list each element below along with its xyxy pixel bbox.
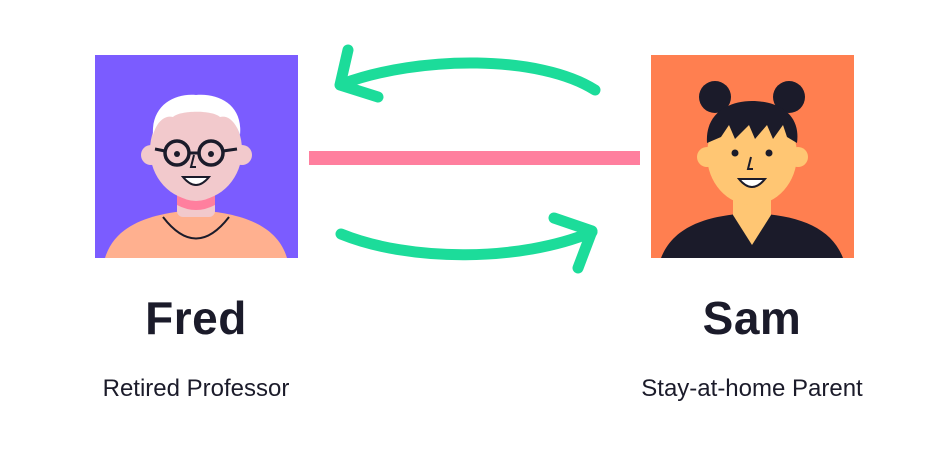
fred-avatar bbox=[95, 55, 298, 258]
sam-role: Stay-at-home Parent bbox=[641, 375, 863, 402]
arrow-left-icon bbox=[334, 44, 601, 103]
elderly-man-with-glasses-avatar-icon bbox=[95, 55, 298, 258]
sam-name: Sam bbox=[702, 292, 802, 344]
fred-role: Retired Professor bbox=[102, 375, 290, 402]
woman-with-hair-buns-avatar-icon bbox=[651, 55, 854, 258]
arrow-right-icon bbox=[335, 212, 598, 274]
fred-name: Fred bbox=[145, 292, 247, 344]
sam-avatar bbox=[651, 55, 854, 258]
